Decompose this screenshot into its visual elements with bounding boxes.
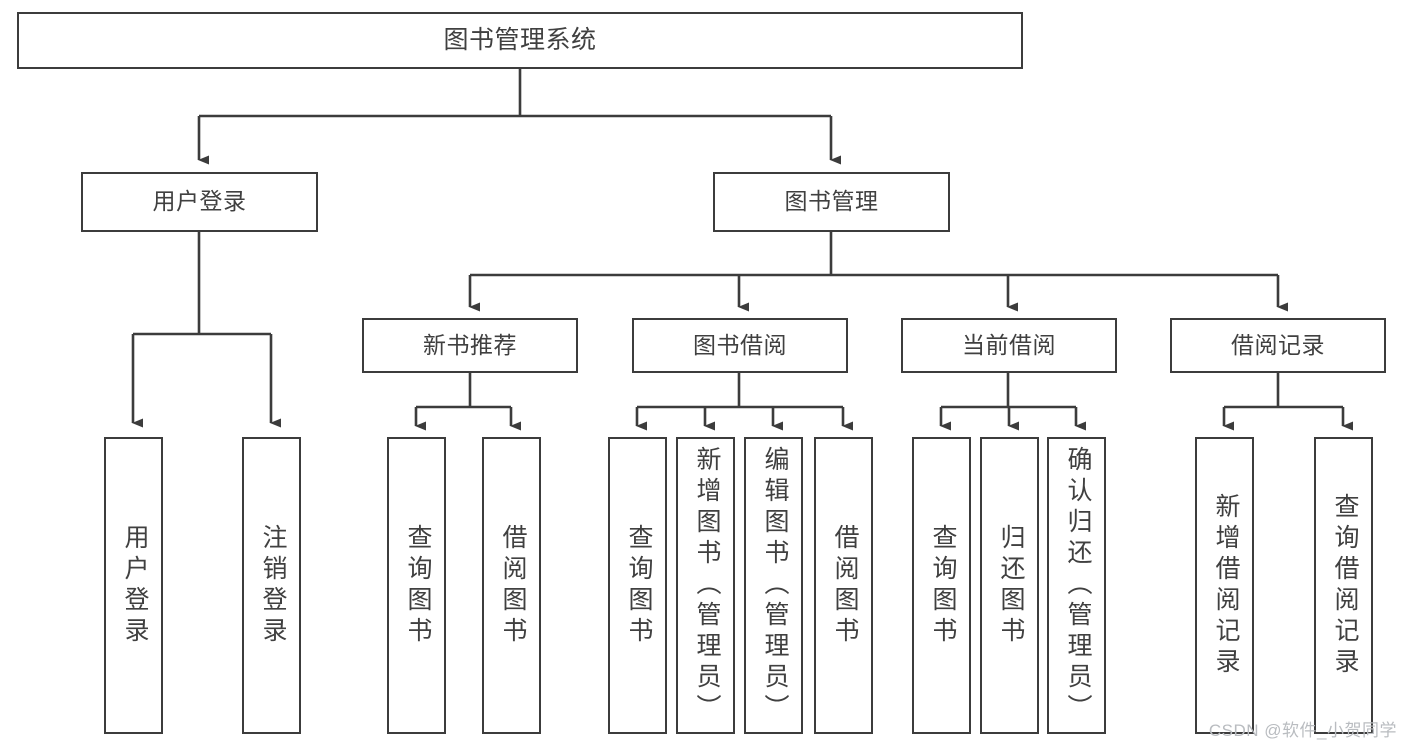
- leaf-logout[interactable]: 注销登录: [242, 437, 301, 734]
- node-label: 查询图书: [404, 523, 432, 648]
- node-label: 图书管理系统: [443, 25, 597, 54]
- leaf-query-book-borrow[interactable]: 查询图书: [608, 437, 667, 734]
- node-label: 借阅图书: [499, 523, 527, 648]
- node-label: 编辑图书（管理员）: [761, 446, 789, 725]
- node-current-borrow[interactable]: 当前借阅: [901, 318, 1117, 373]
- leaf-add-borrow-record[interactable]: 新增借阅记录: [1195, 437, 1254, 734]
- node-book-borrow[interactable]: 图书借阅: [632, 318, 848, 373]
- leaf-borrow-book-new[interactable]: 借阅图书: [482, 437, 541, 734]
- node-borrow-record[interactable]: 借阅记录: [1170, 318, 1386, 373]
- leaf-return-book[interactable]: 归还图书: [980, 437, 1039, 734]
- node-label: 借阅图书: [831, 523, 859, 648]
- node-label: 新增借阅记录: [1212, 492, 1240, 679]
- leaf-borrow-book[interactable]: 借阅图书: [814, 437, 873, 734]
- leaf-query-book-current[interactable]: 查询图书: [912, 437, 971, 734]
- node-label: 确认归还（管理员）: [1064, 446, 1092, 725]
- node-label: 图书管理: [784, 188, 879, 215]
- leaf-query-borrow-record[interactable]: 查询借阅记录: [1314, 437, 1373, 734]
- leaf-edit-book-admin[interactable]: 编辑图书（管理员）: [744, 437, 803, 734]
- watermark: CSDN @软件_小贺同学: [1208, 721, 1397, 740]
- node-label: 用户登录: [121, 523, 149, 648]
- node-label: 新增图书（管理员）: [693, 446, 721, 725]
- node-new-book-recommend[interactable]: 新书推荐: [362, 318, 578, 373]
- node-book-management[interactable]: 图书管理: [713, 172, 950, 232]
- node-label: 用户登录: [152, 188, 247, 215]
- node-label: 新书推荐: [423, 331, 517, 358]
- leaf-user-login[interactable]: 用户登录: [104, 437, 163, 734]
- leaf-confirm-return-admin[interactable]: 确认归还（管理员）: [1047, 437, 1106, 734]
- node-label: 归还图书: [997, 523, 1025, 648]
- leaf-add-book-admin[interactable]: 新增图书（管理员）: [676, 437, 735, 734]
- node-book-management-system[interactable]: 图书管理系统: [17, 12, 1023, 69]
- leaf-query-book-new[interactable]: 查询图书: [387, 437, 446, 734]
- node-label: 查询图书: [625, 523, 653, 648]
- node-label: 查询借阅记录: [1331, 492, 1359, 679]
- node-label: 注销登录: [259, 523, 287, 648]
- node-label: 借阅记录: [1231, 331, 1325, 358]
- node-label: 当前借阅: [962, 331, 1056, 358]
- node-label: 查询图书: [929, 523, 957, 648]
- node-label: 图书借阅: [693, 331, 787, 358]
- node-user-login[interactable]: 用户登录: [81, 172, 318, 232]
